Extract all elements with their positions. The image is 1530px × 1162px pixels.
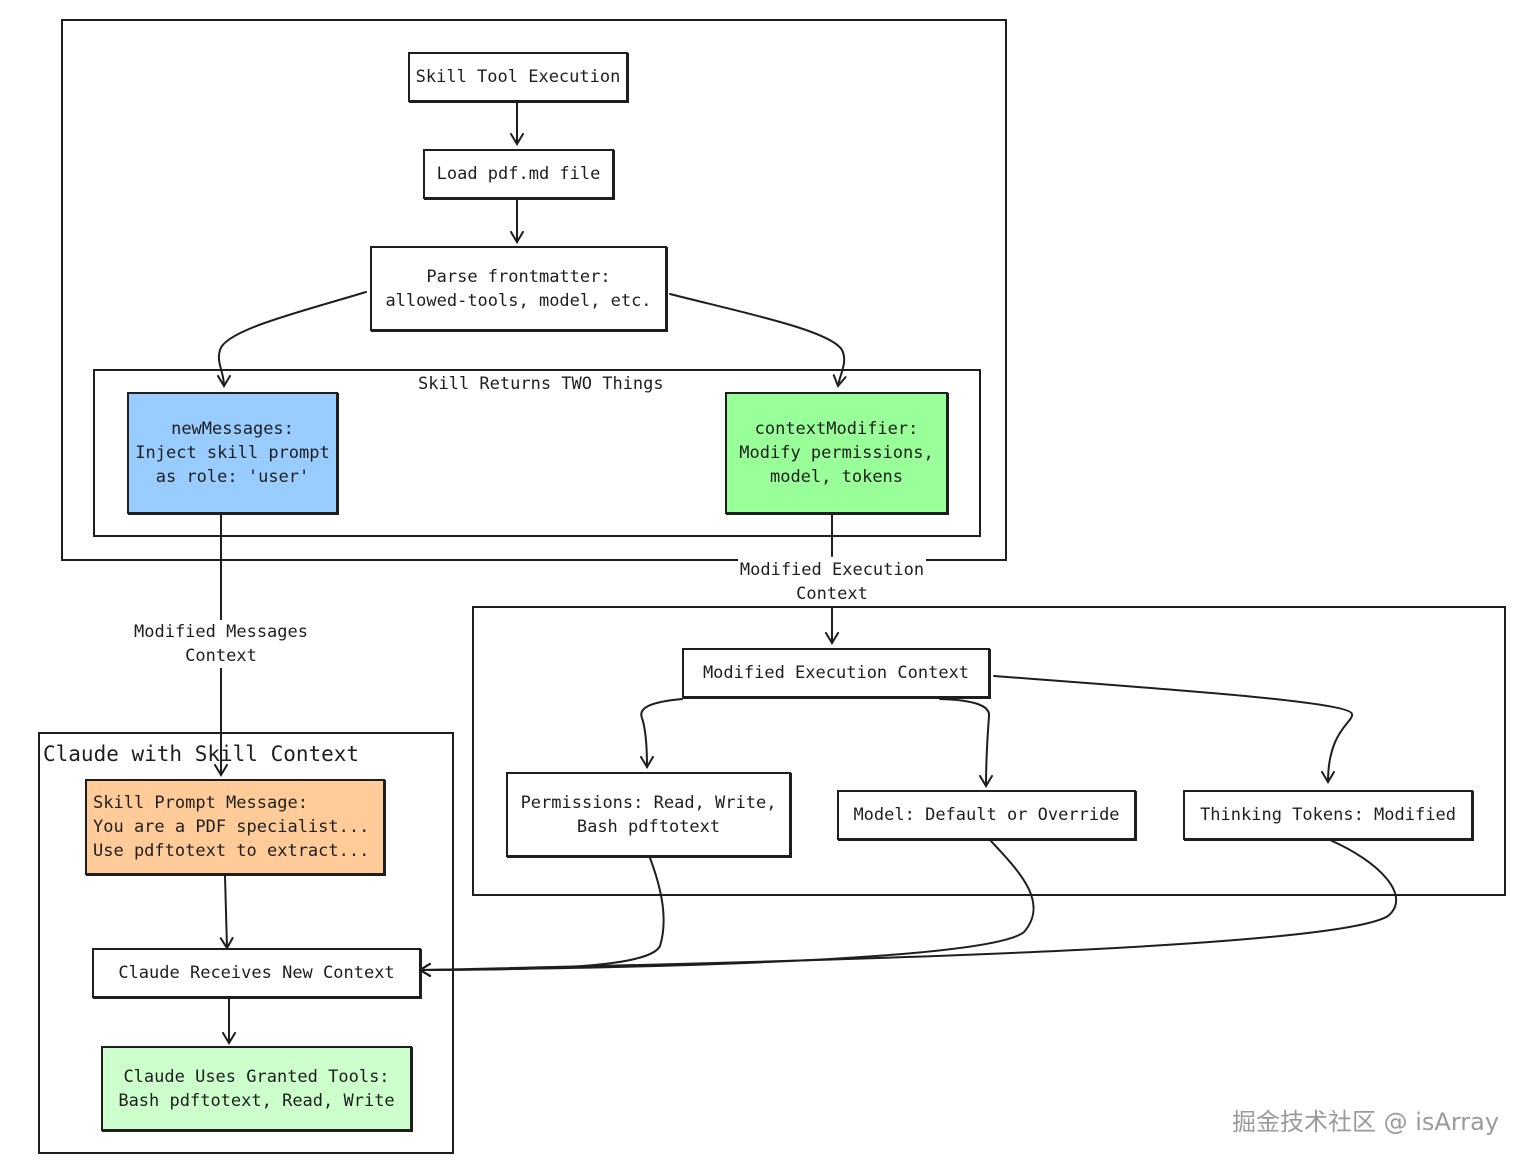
claude-uses-tools-node[interactable]: Claude Uses Granted Tools: Bash pdftotex… [101, 1046, 412, 1131]
parse-frontmatter-node[interactable]: Parse frontmatter: allowed-tools, model,… [370, 246, 667, 331]
skill-returns-frame [93, 369, 981, 537]
edge-parse-to-newmessages [216, 291, 367, 388]
edge-label-modified-execution: Modified Execution Context [738, 558, 926, 606]
model-node[interactable]: Model: Default or Override [837, 790, 1136, 840]
edge-permissions-to-receives [418, 857, 665, 977]
execution-context-frame [472, 606, 1506, 896]
edge-label-modified-messages: Modified Messages Context [130, 620, 312, 668]
modified-execution-context-node[interactable]: Modified Execution Context [682, 648, 990, 698]
claude-receives-node[interactable]: Claude Receives New Context [92, 948, 421, 998]
edge-context-to-thinking [993, 675, 1354, 784]
load-pdf-node[interactable]: Load pdf.md file [423, 149, 614, 199]
edge-parse-to-contextmodifier [669, 293, 847, 388]
edge-context-to-model [939, 698, 994, 788]
claude-context-frame [38, 732, 454, 1154]
new-messages-node[interactable]: newMessages: Inject skill prompt as role… [127, 392, 338, 514]
edge-thinking-to-receives [418, 839, 1398, 977]
context-modifier-node[interactable]: contextModifier: Modify permissions, mod… [725, 392, 948, 514]
skill-execution-frame [61, 19, 1007, 561]
watermark: 掘金技术社区 @ isArray [1232, 1108, 1500, 1136]
skill-returns-title: Skill Returns TWO Things [418, 374, 664, 394]
skill-prompt-message-node[interactable]: Skill Prompt Message: You are a PDF spec… [85, 779, 385, 875]
edge-model-to-receives [418, 839, 1035, 977]
permissions-node[interactable]: Permissions: Read, Write, Bash pdftotext [506, 772, 791, 857]
claude-context-title: Claude with Skill Context [43, 742, 360, 766]
thinking-tokens-node[interactable]: Thinking Tokens: Modified [1183, 790, 1473, 840]
edge-context-to-permissions [639, 698, 683, 769]
edge-skillprompt-to-receives [219, 875, 234, 950]
skill-tool-execution-node[interactable]: Skill Tool Execution [408, 52, 628, 102]
